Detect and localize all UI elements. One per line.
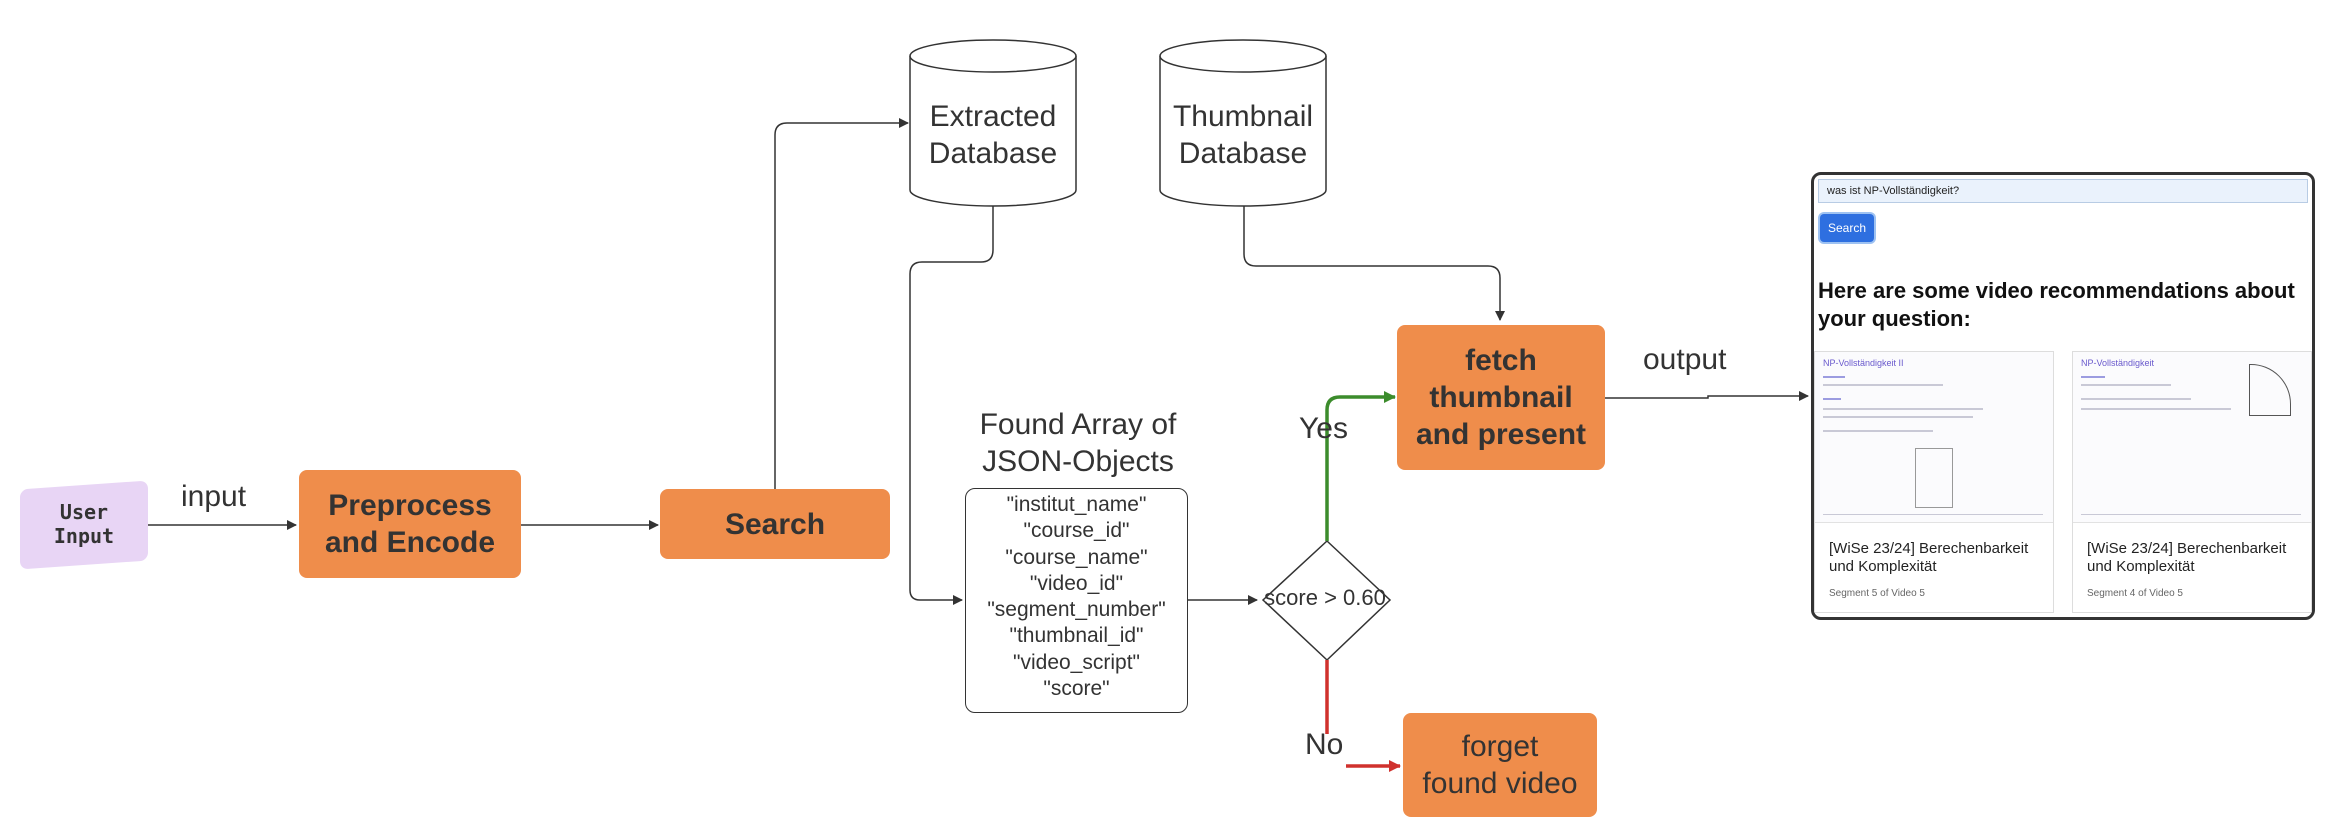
video-card[interactable]: NP-Vollständigkeit [WiSe 23/24] Berechen… xyxy=(2072,351,2312,613)
user-input-label: User Input xyxy=(53,500,115,548)
arrow-search-extracted-db xyxy=(774,118,909,489)
thumbnail-title: NP-Vollständigkeit II xyxy=(1823,358,1904,368)
video-thumbnail: NP-Vollständigkeit II xyxy=(1815,352,2053,523)
thumbnail-db-label: Thumbnail Database xyxy=(1172,100,1314,170)
results-heading: Here are some video recommendations abou… xyxy=(1818,278,2295,331)
no-edge-label: No xyxy=(1305,728,1344,761)
extracted-db-cylinder xyxy=(909,39,1077,207)
forget-node: forget found video xyxy=(1403,713,1597,817)
thumbnail-figure xyxy=(1915,448,1953,508)
thumbnail-figure xyxy=(2249,364,2291,416)
thumbnail-title: NP-Vollständigkeit xyxy=(2081,358,2155,368)
found-array-title: Found Array of JSON-Objects xyxy=(979,408,1177,478)
json-field: "course_id" xyxy=(1023,519,1130,543)
json-field-list: "institut_name" "course_id" "course_name… xyxy=(965,492,1188,702)
input-edge-label: input xyxy=(181,480,247,513)
query-input[interactable]: was ist NP-Vollständigkeit? xyxy=(1818,179,2308,203)
arrow-output xyxy=(1605,391,1809,401)
preprocess-node: Preprocess and Encode xyxy=(299,470,521,578)
video-title[interactable]: [WiSe 23/24] Berechenbarkeit und Komplex… xyxy=(2087,540,2287,575)
output-edge-label: output xyxy=(1643,343,1727,376)
video-segment: Segment 5 of Video 5 xyxy=(1829,588,1925,599)
json-field: "institut_name" xyxy=(1006,493,1147,516)
arrow-thumbnail-db-fetch xyxy=(1243,206,1505,321)
json-object-box xyxy=(965,488,1188,713)
json-field: "score" xyxy=(1043,677,1110,701)
json-field: "segment_number" xyxy=(987,598,1166,622)
json-field: "video_id" xyxy=(1029,571,1124,595)
video-card[interactable]: NP-Vollständigkeit II [WiSe 23/24] Berec… xyxy=(1814,351,2054,613)
result-screenshot: was ist NP-Vollständigkeit? Search Here … xyxy=(1811,172,2315,620)
video-title[interactable]: [WiSe 23/24] Berechenbarkeit und Komplex… xyxy=(1829,540,2029,575)
arrow-extracted-db-json xyxy=(909,206,994,605)
json-field: "video_script" xyxy=(1013,650,1140,674)
extracted-db-label: Extracted Database xyxy=(928,100,1058,170)
fetch-node: fetch thumbnail and present xyxy=(1397,325,1605,470)
video-thumbnail: NP-Vollständigkeit xyxy=(2073,352,2311,523)
decision-label: score > 0.60 xyxy=(1264,585,1386,610)
video-segment: Segment 4 of Video 5 xyxy=(2087,588,2183,599)
arrow-yes xyxy=(1325,391,1396,541)
yes-edge-label: Yes xyxy=(1299,412,1348,445)
json-field: "course_name" xyxy=(1005,545,1148,569)
thumbnail-db-cylinder xyxy=(1159,39,1327,207)
search-node: Search xyxy=(660,489,890,559)
search-button[interactable]: Search xyxy=(1820,214,1874,242)
json-field: "thumbnail_id" xyxy=(1009,624,1144,648)
